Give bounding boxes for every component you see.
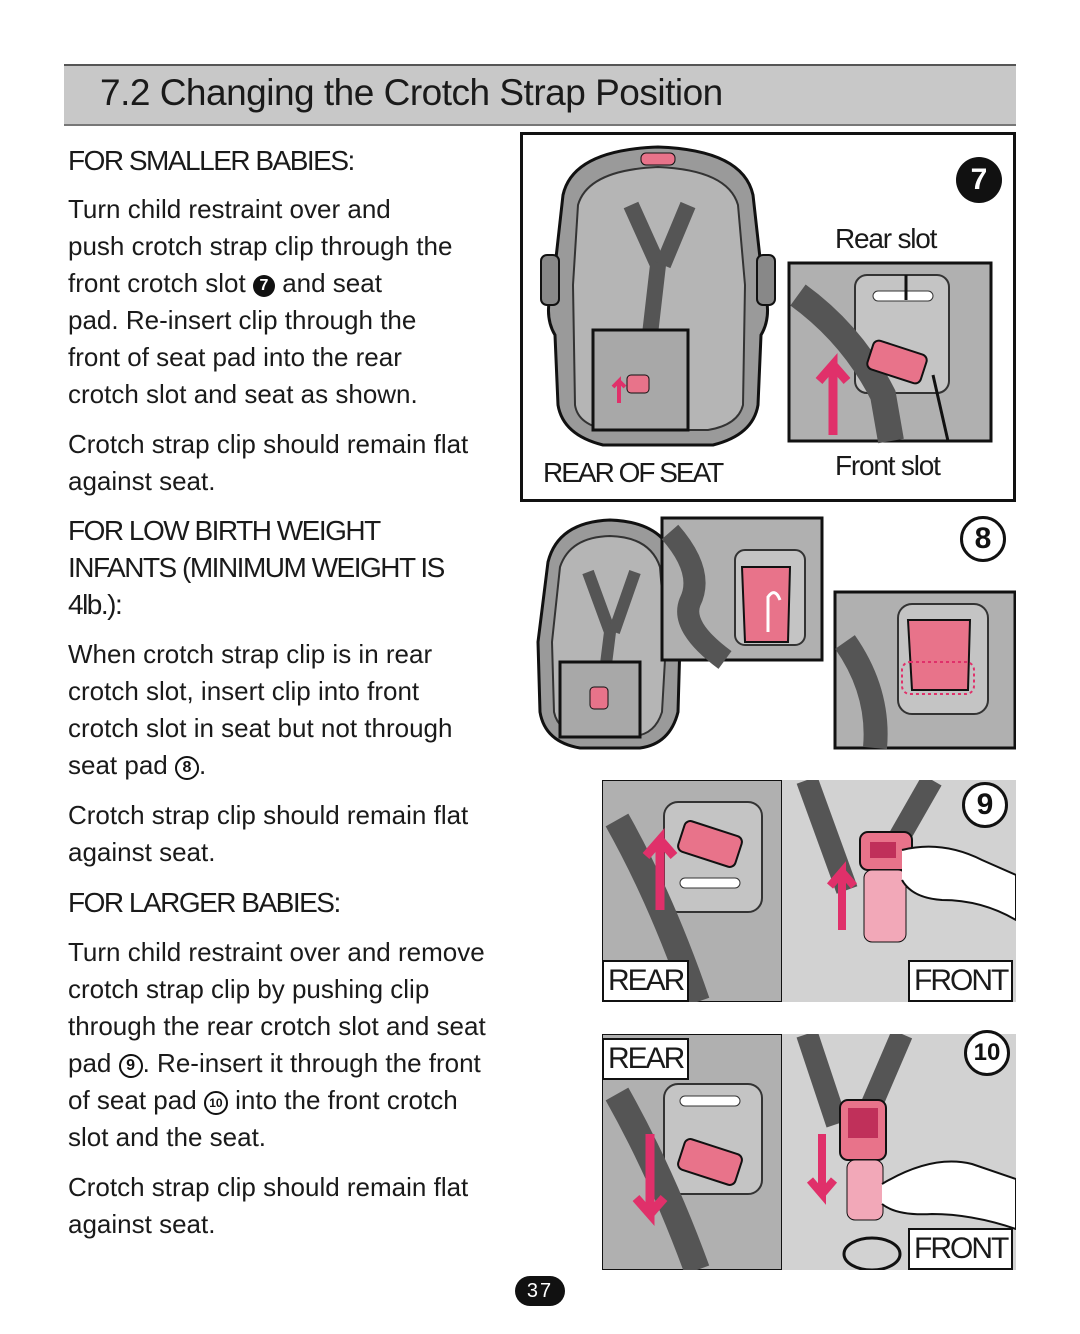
step-8-badge: 8 — [960, 516, 1006, 562]
text-span: pad — [68, 1048, 119, 1078]
smaller-text: Turn child restraint over and push crotc… — [68, 191, 452, 413]
text-line: Crotch strap clip should remain flat — [68, 800, 469, 830]
step-7-symbol: 7 — [252, 275, 275, 297]
rear-slot-label: Rear slot — [835, 223, 937, 254]
heading-line: FOR LOW BIRTH WEIGHT — [68, 515, 381, 546]
text-line: crotch slot and seat as shown. — [68, 379, 418, 409]
heading-low-birth-weight: FOR LOW BIRTH WEIGHT INFANTS (MINIMUM WE… — [68, 512, 445, 623]
front-label: FRONT — [908, 960, 1014, 1002]
heading-line: 4lb.): — [68, 589, 123, 620]
text-line: through the rear crotch slot and seat — [68, 1011, 486, 1041]
figure-9: 9 REAR FRONT — [602, 780, 1016, 1002]
front-slot-label: Front slot — [835, 450, 941, 481]
text-line: of seat pad 10 into the front crotch — [68, 1082, 486, 1119]
text-line: seat pad 8. — [68, 747, 452, 784]
step-9-symbol: 9 — [118, 1054, 143, 1078]
text-line: When crotch strap clip is in rear — [68, 639, 433, 669]
smaller-note: Crotch strap clip should remain flat aga… — [68, 426, 468, 500]
figure-8: 8 — [530, 512, 1016, 752]
text-span: seat pad — [68, 750, 175, 780]
text-line: pad 9. Re-insert it through the front — [68, 1045, 486, 1082]
page-number: 37 — [515, 1276, 565, 1306]
text-line: Crotch strap clip should remain flat — [68, 429, 469, 459]
low-birth-text: When crotch strap clip is in rear crotch… — [68, 636, 452, 784]
step-9-badge: 9 — [962, 782, 1008, 828]
text-line: crotch strap clip by pushing clip — [68, 974, 430, 1004]
text-span: of seat pad — [68, 1085, 204, 1115]
heading-larger-babies: FOR LARGER BABIES: — [68, 887, 341, 918]
text-span: . — [198, 750, 207, 780]
text-line: Turn child restraint over and remove — [68, 937, 485, 967]
car-seat-illustration — [540, 145, 993, 447]
text-line: front of seat pad into the rear — [68, 342, 402, 372]
page-title: 7.2 Changing the Crotch Strap Position — [100, 72, 723, 113]
text-span: and seat — [274, 268, 382, 298]
step-10-symbol: 10 — [203, 1091, 228, 1115]
text-span: into the front crotch — [227, 1085, 458, 1115]
text-span: front crotch slot — [68, 268, 253, 298]
text-line: pad. Re-insert clip through the — [68, 305, 417, 335]
step-10-badge: 10 — [964, 1030, 1010, 1076]
text-line: slot and the seat. — [68, 1122, 267, 1152]
step-7-badge: 7 — [956, 157, 1002, 203]
rear-label: REAR — [602, 1038, 690, 1080]
text-line: Crotch strap clip should remain flat — [68, 1172, 469, 1202]
text-line: crotch slot in seat but not through — [68, 713, 453, 743]
larger-text: Turn child restraint over and remove cro… — [68, 934, 486, 1156]
low-birth-note: Crotch strap clip should remain flat aga… — [68, 797, 468, 871]
heading-smaller-babies: FOR SMALLER BABIES: — [68, 145, 355, 176]
heading-line: INFANTS (MINIMUM WEIGHT IS — [68, 552, 445, 583]
text-line: crotch slot, insert clip into front — [68, 676, 420, 706]
larger-note: Crotch strap clip should remain flat aga… — [68, 1169, 468, 1243]
text-span: . Re-insert it through the front — [142, 1048, 481, 1078]
figure-7: 7 Rear slot Front slot REAR OF SEAT — [520, 132, 1016, 502]
text-line: against seat. — [68, 837, 216, 867]
rear-of-seat-label: REAR OF SEAT — [543, 457, 724, 488]
front-label: FRONT — [908, 1228, 1014, 1270]
car-seat-illustration — [536, 516, 1016, 750]
section-header: 7.2 Changing the Crotch Strap Position — [64, 64, 1016, 126]
text-line: Turn child restraint over and — [68, 194, 391, 224]
rear-label: REAR — [602, 960, 690, 1002]
text-line: push crotch strap clip through the — [68, 231, 453, 261]
step-8-symbol: 8 — [174, 756, 199, 780]
text-line: against seat. — [68, 1209, 216, 1239]
figure-10: 10 REAR FRONT — [602, 1030, 1016, 1270]
text-line: front crotch slot 7 and seat — [68, 265, 452, 302]
text-line: against seat. — [68, 466, 216, 496]
